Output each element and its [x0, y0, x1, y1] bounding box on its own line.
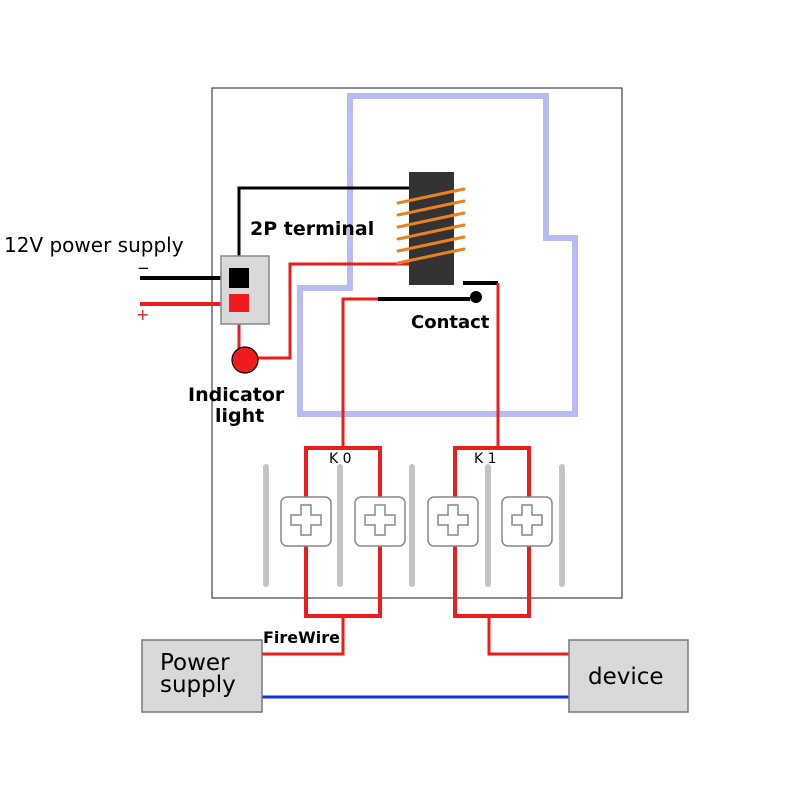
power-supply-label-line2: supply [160, 672, 236, 698]
relay-outline-loop [297, 93, 578, 417]
indicator-label-line1: Indicator [188, 384, 285, 406]
firewire-label: FireWire [263, 628, 340, 647]
indicator-light-icon [231, 346, 259, 374]
firewire-red-wire [262, 616, 345, 656]
k1-label: K 1 [474, 451, 497, 467]
terminal-2p [220, 255, 270, 325]
coil-negative-wire [237, 186, 409, 266]
relay-contact [378, 281, 498, 303]
power-supply-box [141, 639, 263, 713]
device-box [568, 639, 689, 713]
power-supply-label-line1: Power [160, 650, 230, 676]
terminal-2p-label: 2P terminal [250, 218, 374, 240]
screw-terminal-icon [280, 496, 332, 547]
k0-label: K 0 [329, 451, 352, 467]
plus-sign-label: + [136, 305, 149, 324]
terminal-rails [263, 464, 565, 587]
screw-terminal-icon [427, 496, 479, 547]
contact-label: Contact [411, 312, 490, 333]
device-label: device [588, 664, 664, 690]
relay-coil-icon [396, 172, 466, 285]
indicator-label-line2: light [215, 405, 264, 427]
coil-positive-wire [258, 262, 409, 360]
screw-terminal-icon [354, 496, 406, 547]
k1-to-device-wire [487, 616, 569, 656]
screw-terminal-icon [501, 496, 553, 547]
power-supply-12v-label: 12V power supply [4, 233, 184, 257]
minus-sign-label: − [137, 259, 150, 277]
contact-to-k0-wire [341, 297, 378, 448]
